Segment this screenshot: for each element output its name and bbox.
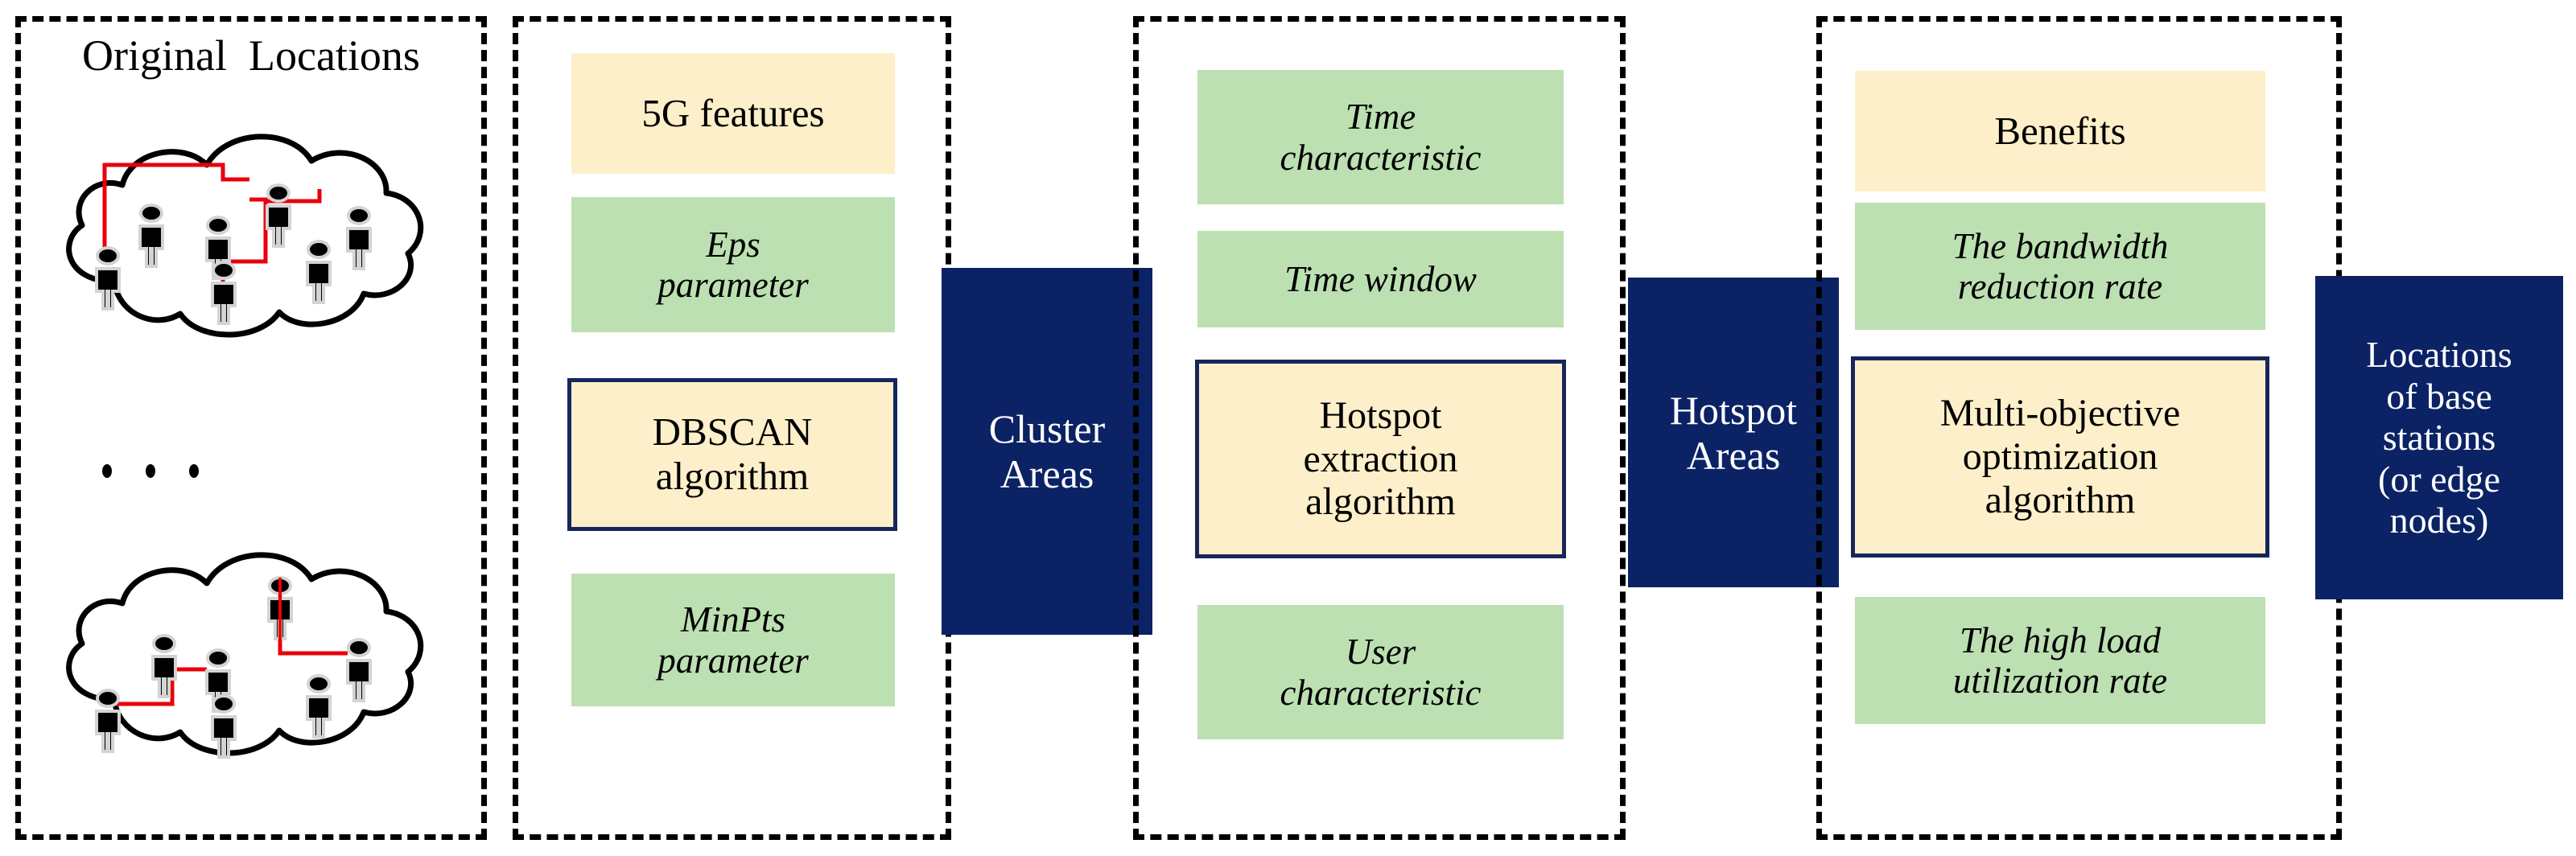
box-hotspot-extraction-algorithm[interactable]: Hotspot extraction algorithm (1195, 360, 1566, 558)
connector-hotspot-areas[interactable]: Hotspot Areas (1628, 278, 1839, 587)
cloud-group-bottom (34, 531, 460, 788)
person-icon (346, 206, 372, 270)
box-5g-features[interactable]: 5G features (571, 53, 895, 174)
person-icon (211, 261, 237, 325)
cloud-icon (66, 134, 424, 338)
person-icon (306, 674, 332, 739)
box-multi-objective-optimization-algorithm[interactable]: Multi-objective optimization algorithm (1851, 356, 2269, 558)
connector-cluster-areas[interactable]: Cluster Areas (942, 268, 1152, 635)
panel-original-locations (15, 16, 487, 840)
cloud-icon (66, 552, 424, 759)
red-path (102, 163, 249, 261)
box-time-characteristic[interactable]: Time characteristic (1197, 70, 1564, 204)
box-minpts-parameter[interactable]: MinPts parameter (571, 574, 895, 706)
red-path (108, 667, 207, 706)
person-icon (95, 689, 121, 753)
box-time-window[interactable]: Time window (1197, 231, 1564, 327)
person-icon (211, 694, 237, 759)
person-icon (306, 240, 332, 304)
box-dbscan-algorithm[interactable]: DBSCAN algorithm (567, 378, 897, 531)
person-icon (205, 648, 231, 713)
person-icon (266, 183, 291, 248)
connector-base-station-locations[interactable]: Locations of base stations (or edge node… (2315, 276, 2563, 599)
person-icon (205, 216, 231, 280)
person-icon (95, 246, 121, 311)
panel-original-locations-title: Original Locations (82, 31, 420, 80)
person-icon (138, 204, 164, 268)
box-benefits[interactable]: Benefits (1855, 71, 2265, 191)
box-high-load-utilization-rate[interactable]: The high load utilization rate (1855, 597, 2265, 724)
ellipsis-icon (102, 463, 199, 479)
box-eps-parameter[interactable]: Eps parameter (571, 197, 895, 332)
box-user-characteristic[interactable]: User characteristic (1197, 605, 1564, 739)
panel-hotspot-extraction-stage (1133, 16, 1626, 840)
box-bandwidth-reduction-rate[interactable]: The bandwidth reduction rate (1855, 203, 2265, 330)
highlighted-person-icon (267, 576, 293, 640)
cloud-group-top (34, 113, 460, 370)
person-icon (346, 638, 372, 702)
person-icon (151, 634, 177, 698)
